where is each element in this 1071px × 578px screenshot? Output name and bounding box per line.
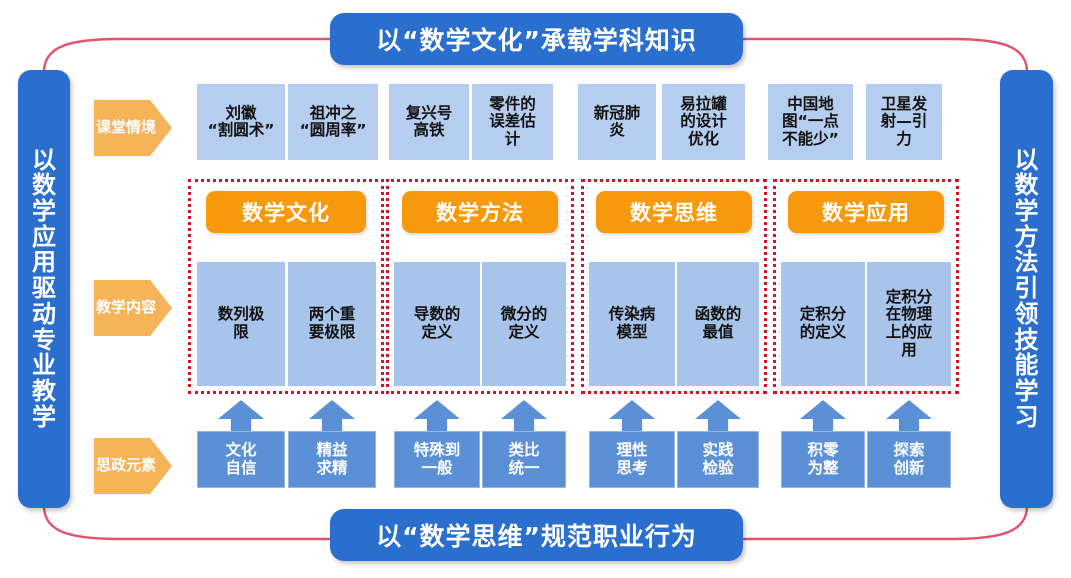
up-arrow-icon [800, 400, 846, 434]
up-arrow-icon [309, 400, 355, 434]
row-label-content: 教学内容 [94, 280, 172, 336]
up-arrow-icon [501, 400, 547, 434]
group-box: 数学方法 [386, 179, 574, 394]
bottom-banner: 以“数学思维”规范职业行为 [330, 509, 743, 561]
row-label-scene: 课堂情境 [94, 100, 172, 156]
content-box[interactable]: 两个重要极限 [288, 262, 376, 386]
ideology-box-label: 文化自信 [197, 431, 285, 488]
right-panel-label: 以数学方法引领技能学习 [1014, 145, 1039, 431]
scene-box[interactable]: 复兴号高铁 [389, 84, 469, 160]
row-label-ideology: 思政元素 [94, 438, 172, 494]
ideology-box[interactable]: 实践检验 [677, 400, 759, 488]
right-panel: 以数学方法引领技能学习 [1000, 70, 1053, 508]
up-arrow-icon [218, 400, 264, 434]
group-box: 数学应用 [773, 179, 959, 394]
ideology-box-label: 实践检验 [677, 431, 759, 488]
ideology-box-label: 精益求精 [288, 431, 376, 488]
ideology-box[interactable]: 类比统一 [482, 400, 566, 488]
ideology-box-label: 类比统一 [482, 431, 566, 488]
group-header: 数学思维 [596, 191, 752, 233]
content-box[interactable]: 定积分的定义 [781, 262, 865, 386]
group-box: 数学思维 [581, 179, 767, 394]
ideology-box[interactable]: 特殊到一般 [394, 400, 480, 488]
content-box[interactable]: 传染病模型 [589, 262, 675, 386]
up-arrow-icon [609, 400, 655, 434]
content-box[interactable]: 微分的定义 [482, 262, 566, 386]
scene-box[interactable]: 祖冲之“圆周率” [288, 84, 378, 160]
left-panel: 以数学应用驱动专业教学 [18, 70, 70, 508]
content-box[interactable]: 数列极限 [197, 262, 285, 386]
ideology-box[interactable]: 文化自信 [197, 400, 285, 488]
ideology-box[interactable]: 积零为整 [781, 400, 865, 488]
group-header: 数学方法 [402, 191, 558, 233]
content-box[interactable]: 定积分在物理上的应用 [867, 262, 951, 386]
ideology-box-label: 探索创新 [867, 431, 951, 488]
up-arrow-icon [414, 400, 460, 434]
top-banner: 以“数学文化”承载学科知识 [330, 13, 743, 65]
ideology-box-label: 特殊到一般 [394, 431, 480, 488]
ideology-box[interactable]: 理性思考 [589, 400, 675, 488]
scene-box[interactable]: 卫星发射—引力 [866, 84, 942, 160]
ideology-box[interactable]: 精益求精 [288, 400, 376, 488]
scene-box[interactable]: 零件的误差估计 [472, 84, 553, 160]
up-arrow-icon [886, 400, 932, 434]
up-arrow-icon [695, 400, 741, 434]
left-panel-label: 以数学应用驱动专业教学 [32, 145, 56, 431]
content-box[interactable]: 导数的定义 [394, 262, 480, 386]
scene-box[interactable]: 刘徽“割圆术” [197, 84, 285, 160]
scene-box[interactable]: 中国地图“一点不能少” [768, 84, 853, 160]
content-box[interactable]: 函数的最值 [677, 262, 759, 386]
group-box: 数学文化 [188, 179, 384, 394]
scene-box[interactable]: 易拉罐的设计优化 [662, 84, 745, 160]
group-header: 数学文化 [206, 191, 366, 233]
group-header: 数学应用 [788, 191, 944, 233]
ideology-box[interactable]: 探索创新 [867, 400, 951, 488]
scene-box[interactable]: 新冠肺炎 [578, 84, 656, 160]
ideology-box-label: 积零为整 [781, 431, 865, 488]
ideology-box-label: 理性思考 [589, 431, 675, 488]
